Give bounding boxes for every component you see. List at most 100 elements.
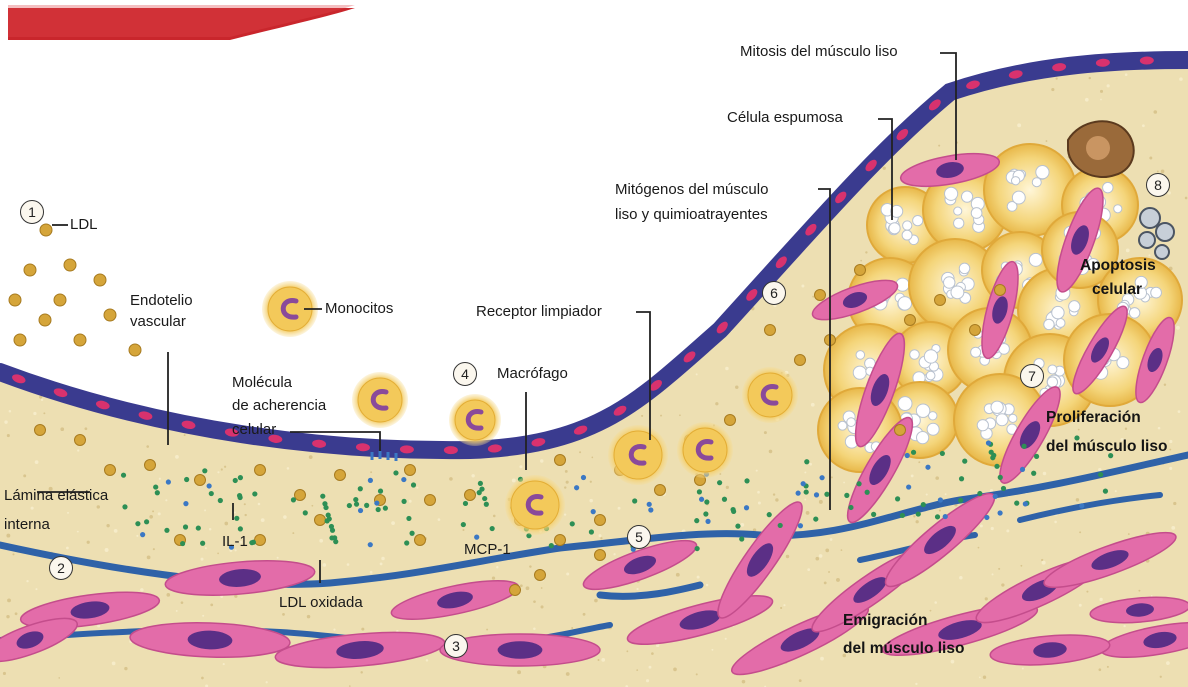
chemokine-dot bbox=[591, 509, 596, 514]
chemokine-dot bbox=[358, 486, 363, 491]
chemokine-dot bbox=[647, 502, 652, 507]
chemokine-dot bbox=[461, 522, 466, 527]
chemokine-dot bbox=[1098, 472, 1103, 477]
chemokine-dot bbox=[155, 490, 160, 495]
label-apoptosis-2: celular bbox=[1092, 280, 1142, 300]
ldl-particle bbox=[255, 465, 266, 476]
ldl-particle bbox=[9, 294, 21, 306]
label-mcp1: MCP-1 bbox=[464, 540, 511, 560]
label-lamina-2: interna bbox=[4, 515, 50, 535]
label-monocitos: Monocitos bbox=[325, 299, 393, 319]
chemokine-dot bbox=[697, 489, 702, 494]
ldl-particle bbox=[815, 290, 826, 301]
ldl-particle bbox=[405, 465, 416, 476]
chemokine-dot bbox=[911, 450, 916, 455]
chemokine-dot bbox=[722, 497, 727, 502]
chemokine-dot bbox=[989, 450, 994, 455]
chemokine-dot bbox=[401, 477, 406, 482]
ldl-particle bbox=[335, 470, 346, 481]
chemokine-dot bbox=[333, 539, 338, 544]
chemokine-dot bbox=[549, 543, 554, 548]
chemokine-dot bbox=[1031, 471, 1036, 476]
chemokine-dot bbox=[330, 528, 335, 533]
chemokine-dot bbox=[411, 482, 416, 487]
chemokine-dot bbox=[848, 505, 853, 510]
chemokine-dot bbox=[404, 540, 409, 545]
chemokine-dot bbox=[959, 476, 964, 481]
ldl-particle bbox=[129, 344, 141, 356]
chemokine-dot bbox=[354, 502, 359, 507]
chemokine-dot bbox=[166, 479, 171, 484]
ldl-particle bbox=[39, 314, 51, 326]
chemokine-dot bbox=[364, 503, 369, 508]
chemokine-dot bbox=[164, 528, 169, 533]
ldl-particle bbox=[555, 535, 566, 546]
label-molecula-1: Molécula bbox=[232, 373, 292, 393]
label-ldl-oxidada: LDL oxidada bbox=[279, 593, 363, 613]
chemokine-dot bbox=[1020, 467, 1025, 472]
chemokine-dot bbox=[814, 492, 819, 497]
chemokine-dot bbox=[694, 518, 699, 523]
ldl-particle bbox=[995, 285, 1006, 296]
chemokine-dot bbox=[320, 494, 325, 499]
ldl-particle bbox=[725, 415, 736, 426]
chemokine-dot bbox=[144, 519, 149, 524]
chemokine-dot bbox=[699, 497, 704, 502]
chemokine-dot bbox=[327, 516, 332, 521]
chemokine-dot bbox=[218, 498, 223, 503]
ldl-particle bbox=[905, 315, 916, 326]
chemokine-dot bbox=[180, 541, 185, 546]
label-proliferacion-1: Proliferación bbox=[1046, 408, 1141, 428]
chemokine-dot bbox=[474, 535, 479, 540]
monocyte bbox=[352, 372, 408, 428]
chemokine-dot bbox=[409, 531, 414, 536]
chemokine-dot bbox=[824, 492, 829, 497]
ldl-particle bbox=[104, 309, 116, 321]
chemokine-dot bbox=[406, 516, 411, 521]
chemokine-dot bbox=[871, 512, 876, 517]
ldl-particle bbox=[895, 425, 906, 436]
chemokine-dot bbox=[778, 523, 783, 528]
step-badge-3: 3 bbox=[444, 634, 468, 658]
chemokine-dot bbox=[323, 505, 328, 510]
chemokine-dot bbox=[906, 484, 911, 489]
chemokine-dot bbox=[735, 524, 740, 529]
chemokine-dot bbox=[798, 523, 803, 528]
macrophage bbox=[608, 425, 668, 485]
chemokine-dot bbox=[347, 503, 352, 508]
ldl-particle bbox=[105, 465, 116, 476]
macrophage bbox=[742, 367, 798, 423]
chemokine-dot bbox=[986, 440, 991, 445]
chemokine-dot bbox=[207, 483, 212, 488]
chemokine-dot bbox=[984, 515, 989, 520]
chemokine-dot bbox=[767, 512, 772, 517]
chemokine-dot bbox=[796, 491, 801, 496]
chemokine-dot bbox=[1034, 454, 1039, 459]
chemokine-dot bbox=[238, 475, 243, 480]
macrophage bbox=[677, 422, 733, 478]
chemokine-dot bbox=[921, 502, 926, 507]
chemokine-dot bbox=[1021, 444, 1026, 449]
chemokine-dot bbox=[900, 513, 905, 518]
chemokine-dot bbox=[383, 506, 388, 511]
ldl-particle bbox=[64, 259, 76, 271]
chemokine-dot bbox=[998, 475, 1003, 480]
chemokine-dot bbox=[303, 510, 308, 515]
label-macrofago: Macrófago bbox=[497, 364, 568, 384]
endothelial-nucleus bbox=[444, 446, 458, 454]
chemokine-dot bbox=[905, 453, 910, 458]
ldl-particle bbox=[145, 460, 156, 471]
chemokine-dot bbox=[570, 521, 575, 526]
chemokine-dot bbox=[804, 459, 809, 464]
necrotic-cell bbox=[1068, 121, 1134, 177]
chemokine-dot bbox=[731, 509, 736, 514]
chemokine-dot bbox=[997, 510, 1002, 515]
ldl-particle bbox=[510, 585, 521, 596]
chemokine-dot bbox=[935, 514, 940, 519]
label-proliferacion-2: del músculo liso bbox=[1046, 437, 1167, 457]
chemokine-dot bbox=[744, 505, 749, 510]
chemokine-dot bbox=[717, 480, 722, 485]
ldl-particle bbox=[555, 455, 566, 466]
chemokine-dot bbox=[122, 504, 127, 509]
